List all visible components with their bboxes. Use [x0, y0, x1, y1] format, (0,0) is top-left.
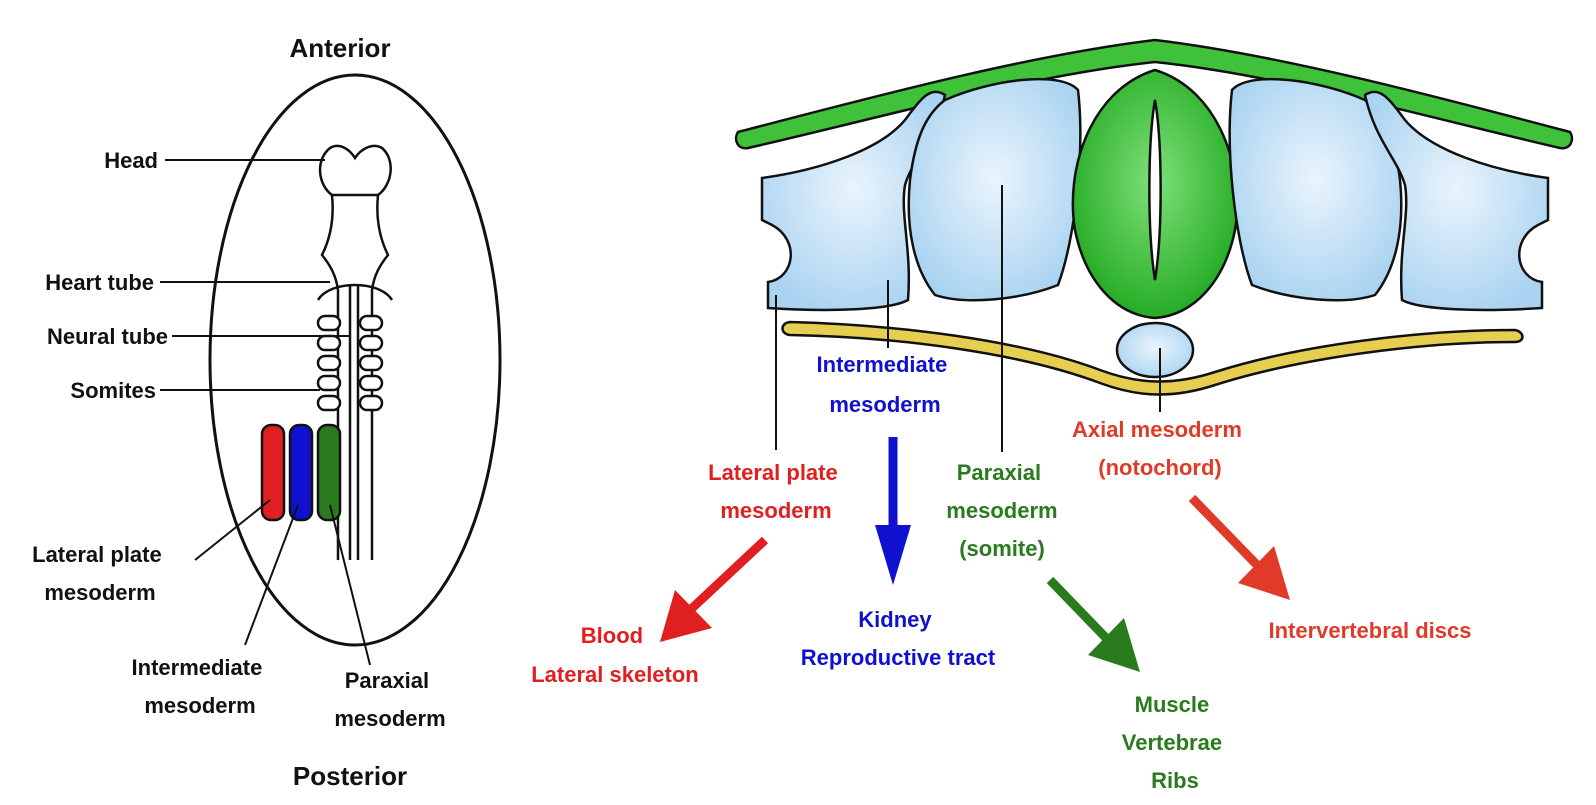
neural-canal	[1149, 100, 1160, 280]
paraxial-derivatives: Muscle Vertebrae Ribs	[1122, 692, 1228, 793]
intermediate-derivatives: Kidney Reproductive tract	[801, 607, 996, 670]
intermediate-arrow	[875, 437, 911, 585]
lateral-plate-bar	[262, 425, 284, 520]
axial-label: Axial mesoderm (notochord)	[1072, 417, 1248, 480]
paraxial-arrow	[1050, 580, 1140, 672]
posterior-label: Posterior	[293, 761, 407, 791]
lateral-plate-label-right: Lateral plate mesoderm	[708, 460, 844, 523]
axial-arrow	[1192, 498, 1290, 600]
head-label: Head	[104, 148, 158, 173]
axial-derivatives: Intervertebral discs	[1269, 618, 1472, 643]
embryo-head	[320, 146, 391, 195]
lateral-plate-label-left: Lateral plate mesoderm	[32, 542, 168, 605]
paraxial-label-right: Paraxial mesoderm (somite)	[946, 460, 1063, 561]
notochord	[1117, 323, 1193, 377]
anterior-label: Anterior	[289, 33, 390, 63]
paraxial-bar	[318, 425, 340, 520]
cross-section: Intermediate mesoderm Lateral plate meso…	[531, 40, 1572, 793]
heart-tube	[318, 285, 392, 300]
paraxial-somite-left	[909, 79, 1081, 300]
lateral-plate-arrow	[660, 540, 765, 642]
intermediate-label-right: Intermediate mesoderm	[817, 352, 954, 417]
somites-label: Somites	[70, 378, 156, 403]
embryo-dorsal-view: Anterior Posterior Head Heart tube Neura…	[32, 33, 500, 791]
intermediate-label-left: Intermediate mesoderm	[132, 655, 269, 718]
neural-tube-label: Neural tube	[47, 324, 168, 349]
heart-tube-label: Heart tube	[45, 270, 154, 295]
intermediate-bar	[290, 425, 312, 520]
paraxial-label-left: Paraxial mesoderm	[334, 668, 445, 731]
